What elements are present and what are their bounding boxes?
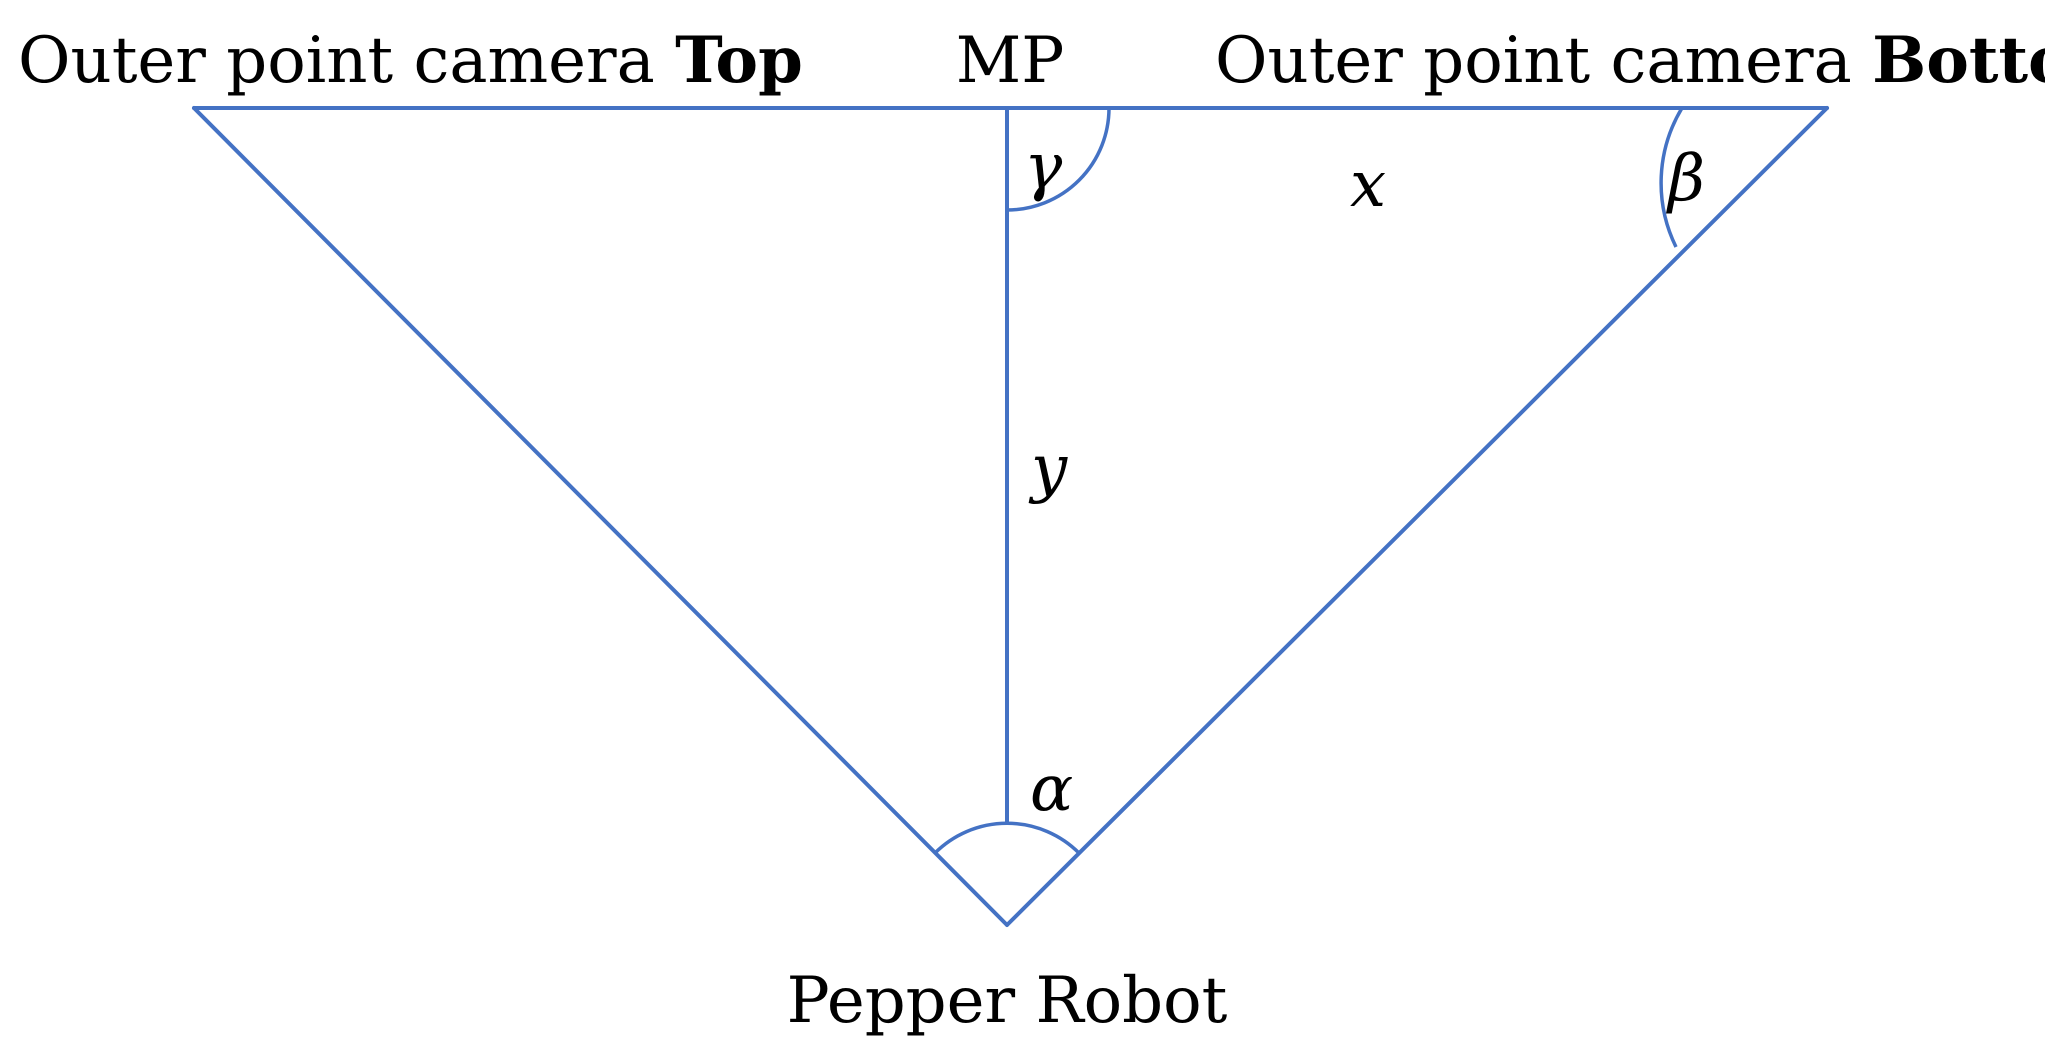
alpha-angle-arc [933,821,1081,855]
top-right-label: Outer point camera Bottom [1215,23,2045,98]
top-left-label: Outer point camera Top [18,23,803,98]
midpoint-label: MP [956,24,1065,98]
top-right-label-bold: Bottom [1872,23,2045,98]
bottom-label: Pepper Robot [787,964,1228,1038]
right-edge [1005,106,1829,927]
gamma-angle-arc [1006,107,1111,212]
gamma-label: γ [1024,130,1063,204]
top-right-label-prefix: Outer point camera [1215,24,1872,98]
alpha-label: α [1030,752,1073,826]
beta-label: β [1666,142,1705,216]
left-edge [192,106,1009,927]
beta-angle-arc [1659,107,1684,248]
top-left-label-bold: Top [675,23,803,98]
y-segment-label: y [1028,432,1068,506]
x-segment-label: x [1350,148,1386,222]
top-left-label-prefix: Outer point camera [18,24,675,98]
